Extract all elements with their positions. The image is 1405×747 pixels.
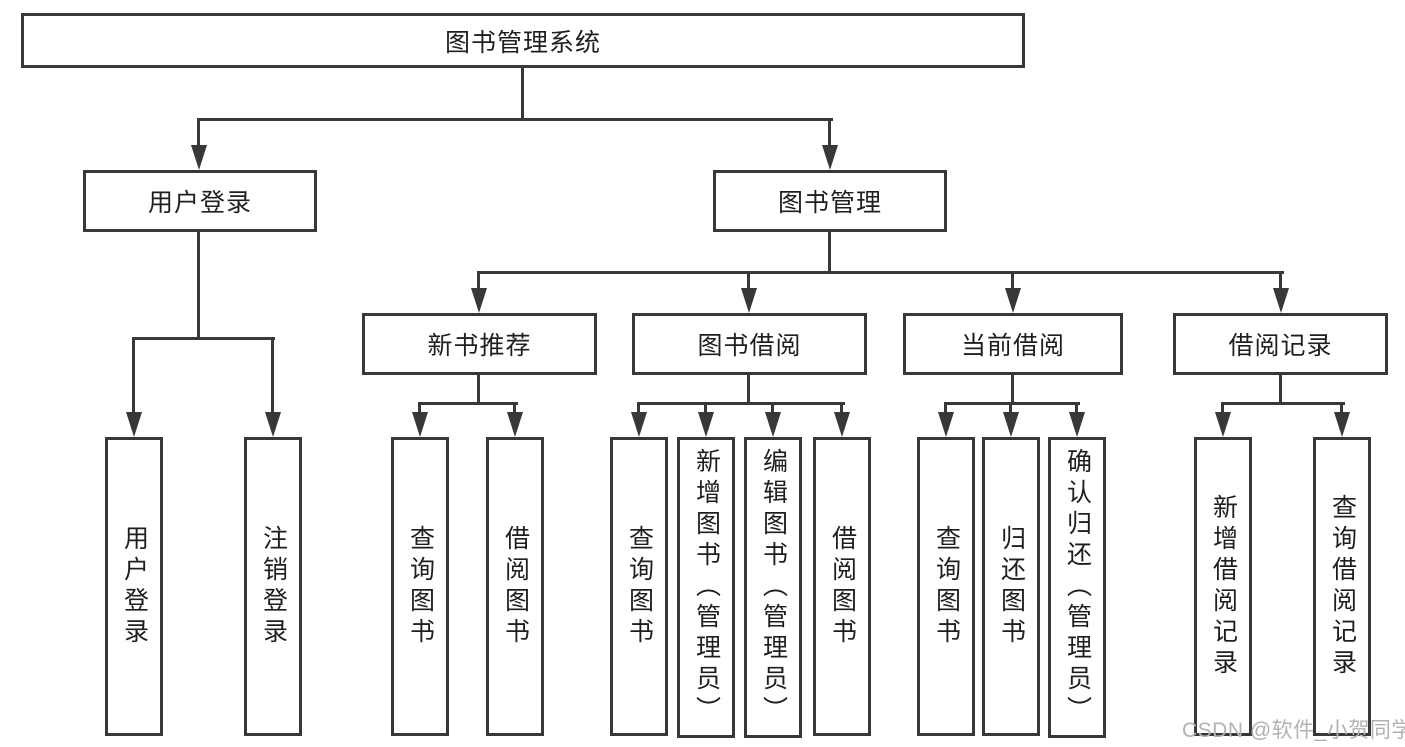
- node-book-borrow-label: 图书借阅: [697, 332, 802, 360]
- arrow-down-icon: [1334, 412, 1350, 437]
- leaf-new-book-borrow: 借阅图书: [486, 437, 544, 736]
- leaf-record-add: 新增借阅记录: [1194, 437, 1252, 736]
- connector-root-split: [197, 118, 833, 121]
- arrow-down-icon: [631, 412, 647, 437]
- leaf-label: 查询图书: [932, 524, 961, 649]
- connector-book-borrow-stem: [747, 375, 750, 405]
- leaf-borrow-edit-admin: 编辑图书（管理员）: [744, 437, 802, 738]
- node-current-borrow: 当前借阅: [903, 313, 1123, 375]
- connector-to-borrow-record: [1279, 271, 1282, 291]
- leaf-current-query: 查询图书: [917, 437, 975, 736]
- connector-to-leaf: [704, 402, 707, 414]
- leaf-logout: 注销登录: [244, 437, 302, 736]
- node-borrow-record: 借阅记录: [1173, 313, 1388, 375]
- leaf-borrow-query: 查询图书: [610, 437, 668, 736]
- connector-to-leaf: [771, 402, 774, 414]
- connector-to-leaf: [1340, 402, 1343, 414]
- leaf-label: 查询借阅记录: [1328, 493, 1357, 680]
- arrow-down-icon: [471, 288, 487, 313]
- connector-to-leaf: [132, 337, 135, 414]
- connector-to-book-borrow: [747, 271, 750, 291]
- connector-new-book-split: [418, 402, 518, 405]
- connector-to-leaf: [1221, 402, 1224, 414]
- arrow-down-icon: [822, 145, 838, 170]
- leaf-user-login: 用户登录: [105, 437, 163, 736]
- arrow-down-icon: [1003, 412, 1019, 437]
- connector-to-new-book: [477, 271, 480, 291]
- leaf-label: 归还图书: [997, 524, 1026, 649]
- connector-to-leaf: [1009, 402, 1012, 414]
- node-user-login-label: 用户登录: [147, 189, 252, 217]
- node-book-mgmt-label: 图书管理: [777, 189, 882, 217]
- node-user-login: 用户登录: [83, 170, 317, 232]
- leaf-new-book-query: 查询图书: [391, 437, 449, 736]
- connector-to-leaf: [637, 402, 640, 414]
- connector-to-leaf: [840, 402, 843, 414]
- leaf-label: 新增借阅记录: [1209, 493, 1238, 680]
- node-root-label: 图书管理系统: [444, 28, 601, 57]
- leaf-label: 新增图书（管理员）: [692, 448, 721, 727]
- arrow-down-icon: [834, 412, 850, 437]
- node-borrow-record-label: 借阅记录: [1228, 332, 1333, 360]
- leaf-label: 用户登录: [120, 524, 149, 649]
- leaf-borrow-add-admin: 新增图书（管理员）: [677, 437, 735, 738]
- arrow-down-icon: [765, 412, 781, 437]
- node-book-mgmt: 图书管理: [713, 170, 947, 232]
- arrow-down-icon: [1005, 288, 1021, 313]
- connector-borrow-record-stem: [1279, 375, 1282, 405]
- leaf-current-return: 归还图书: [982, 437, 1040, 736]
- connector-book-borrow-split: [637, 402, 845, 405]
- arrow-down-icon: [412, 412, 428, 437]
- node-current-borrow-label: 当前借阅: [960, 332, 1065, 360]
- connector-new-book-stem: [477, 375, 480, 405]
- connector-current-borrow-stem: [1011, 375, 1014, 405]
- connector-current-borrow-split: [944, 402, 1080, 405]
- connector-to-leaf: [944, 402, 947, 414]
- leaf-borrow-book: 借阅图书: [813, 437, 871, 736]
- connector-book-mgmt-stem: [828, 232, 831, 274]
- leaf-current-confirm-admin: 确认归还（管理员）: [1048, 437, 1106, 738]
- connector-user-login-stem: [197, 232, 200, 339]
- connector-book-mgmt-split: [477, 271, 1284, 274]
- leaf-label: 确认归还（管理员）: [1063, 448, 1092, 727]
- connector-to-leaf: [1075, 402, 1078, 414]
- connector-user-login-split: [132, 337, 275, 340]
- connector-to-leaf: [513, 402, 516, 414]
- connector-to-current-borrow: [1011, 271, 1014, 291]
- arrow-down-icon: [1273, 288, 1289, 313]
- leaf-record-query: 查询借阅记录: [1313, 437, 1371, 736]
- connector-to-user-login: [197, 118, 200, 147]
- arrow-down-icon: [1069, 412, 1085, 437]
- arrow-down-icon: [741, 288, 757, 313]
- leaf-label: 注销登录: [259, 524, 288, 649]
- arrow-down-icon: [126, 412, 142, 437]
- arrow-down-icon: [938, 412, 954, 437]
- leaf-label: 查询图书: [406, 524, 435, 649]
- arrow-down-icon: [265, 412, 281, 437]
- node-book-borrow: 图书借阅: [632, 313, 867, 375]
- leaf-label: 查询图书: [625, 524, 654, 649]
- node-new-book: 新书推荐: [362, 313, 597, 375]
- leaf-label: 借阅图书: [501, 524, 530, 649]
- connector-to-book-mgmt: [828, 118, 831, 147]
- csdn-watermark: CSDN @软件_小贺同学: [1182, 719, 1405, 742]
- connector-to-leaf: [271, 337, 274, 414]
- arrow-down-icon: [698, 412, 714, 437]
- connector-root-stem: [521, 68, 524, 120]
- node-root: 图书管理系统: [21, 13, 1025, 68]
- leaf-label: 借阅图书: [828, 524, 857, 649]
- arrow-down-icon: [191, 145, 207, 170]
- node-new-book-label: 新书推荐: [427, 332, 532, 360]
- leaf-label: 编辑图书（管理员）: [759, 448, 788, 727]
- connector-to-leaf: [418, 402, 421, 414]
- arrow-down-icon: [507, 412, 523, 437]
- arrow-down-icon: [1215, 412, 1231, 437]
- connector-borrow-record-split: [1221, 402, 1345, 405]
